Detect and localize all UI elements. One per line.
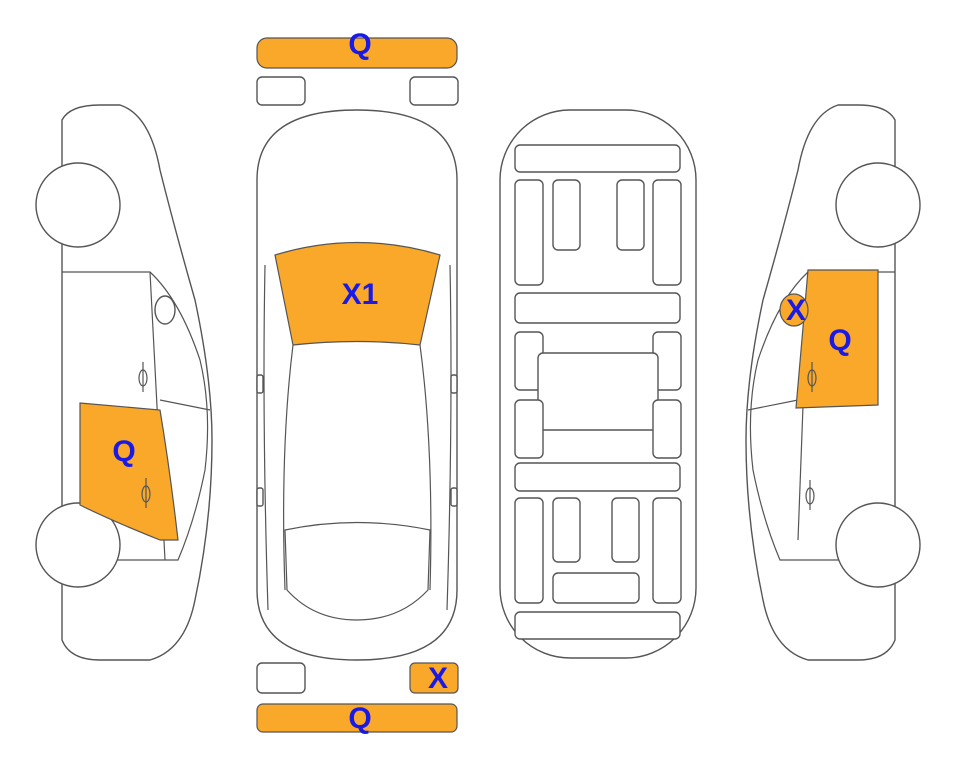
left-door-handle-rear [141,478,151,508]
front-bumper-mark: Q [348,28,371,61]
hood-mark: X1 [342,278,379,311]
top-view: Q X1 X Q [256,28,459,735]
right-rear-door-mark: Q [828,324,851,357]
left-door-handle-front [138,362,148,392]
right-rear-window-mark: X [786,294,806,327]
rear-bumper-mark: Q [348,702,371,735]
rear-window [284,521,431,621]
front-right-light [409,76,459,106]
right-side-view: X Q [745,104,921,661]
rear-right-light-damage [409,662,459,694]
right-rear-window-damage [779,293,809,327]
left-rear-wheel [35,502,121,588]
rear-left-light [256,662,306,694]
left-side-view: Q [35,104,213,661]
left-mirror [154,295,176,325]
right-door-handle-rear [805,480,815,510]
right-front-wheel [835,162,921,248]
right-door-handle-front [807,362,817,392]
left-front-wheel [35,162,121,248]
rear-bumper-damage [256,703,458,733]
underside-center-panel [537,352,659,431]
left-rear-door-mark: Q [112,435,135,468]
right-rear-wheel [835,502,921,588]
front-left-light [256,76,306,106]
underside-view [499,109,697,659]
right-rear-door-damage [795,269,879,409]
front-bumper-damage [256,37,458,69]
rear-right-light-mark: X [428,662,448,695]
left-rear-door-damage [79,402,179,541]
hood-damage [274,241,441,346]
